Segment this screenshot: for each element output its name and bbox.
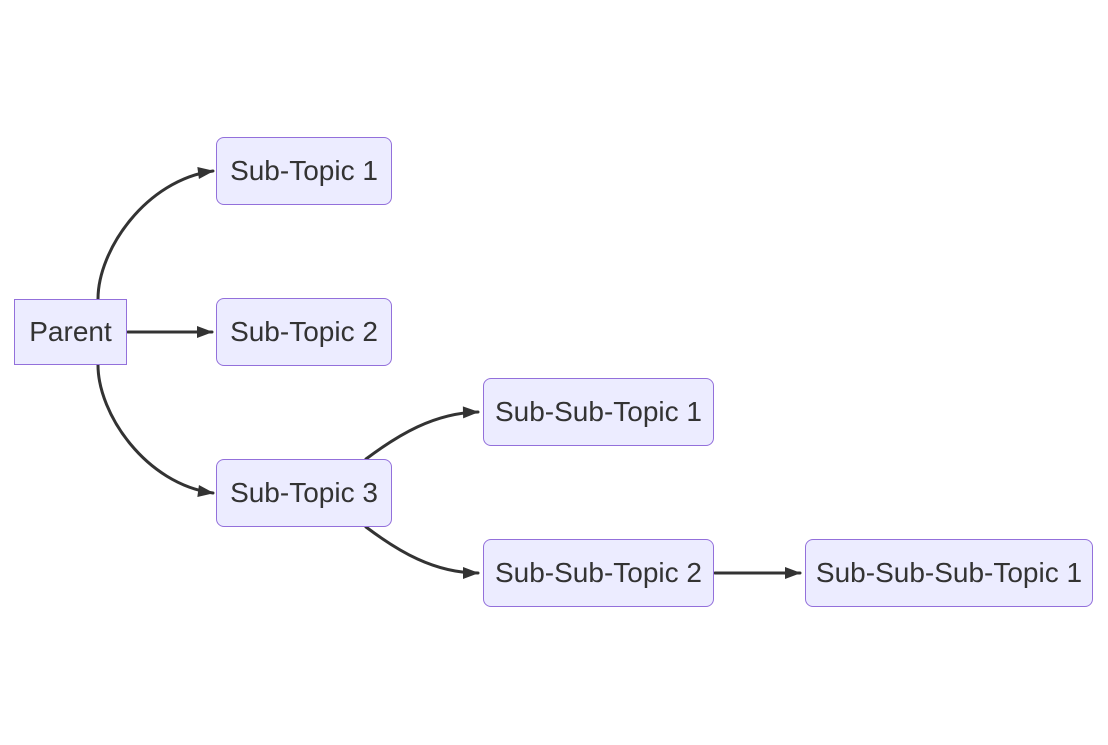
node-sub-topic-2-label: Sub-Topic 2 [230,316,378,347]
node-sub-sub-topic-1-label: Sub-Sub-Topic 1 [494,396,702,427]
node-parent: Parent [14,299,127,365]
node-sub-topic-3-label: Sub-Topic 3 [230,477,378,508]
node-parent-label: Parent [29,316,112,347]
node-sub-sub-sub-topic-1-label: Sub-Sub-Sub-Topic 1 [815,557,1083,588]
node-sub-topic-1: Sub-Topic 1 [216,137,392,205]
node-sub-sub-topic-2-label: Sub-Sub-Topic 2 [494,557,702,588]
node-sub-topic-3: Sub-Topic 3 [216,459,392,527]
node-sub-sub-topic-1: Sub-Sub-Topic 1 [483,378,714,446]
edge-parent-to-sub-topic-3 [96,363,215,497]
edge-sub-topic-3-to-sub-sub-topic-1 [364,406,480,461]
node-sub-topic-1-label: Sub-Topic 1 [230,155,378,186]
edge-sub-topic-3-to-sub-sub-topic-2 [364,525,480,579]
node-sub-sub-topic-2: Sub-Sub-Topic 2 [483,539,714,607]
node-sub-sub-sub-topic-1: Sub-Sub-Sub-Topic 1 [805,539,1093,607]
node-sub-topic-2: Sub-Topic 2 [216,298,392,366]
edge-parent-to-sub-topic-1 [96,167,215,301]
